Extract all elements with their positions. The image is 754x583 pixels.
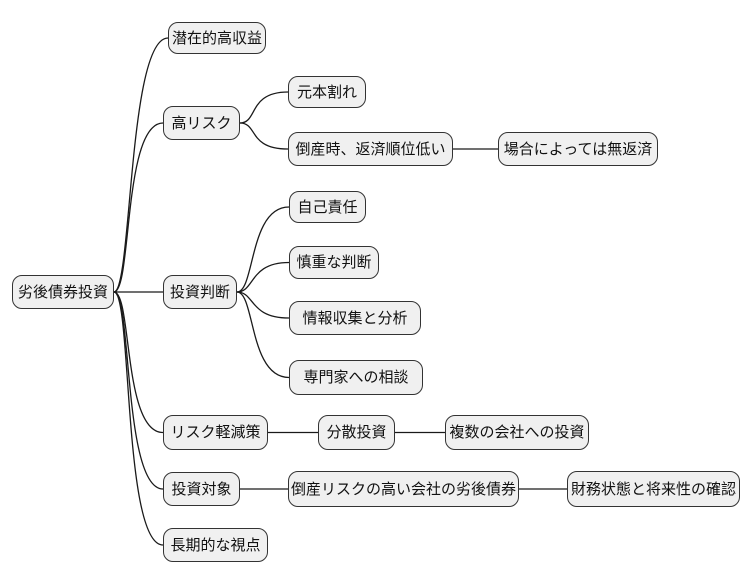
edge-root-n6 [113,291,164,546]
edge-n2-n2a [239,91,289,124]
edge-n3-n3a [236,206,290,293]
mindmap-node-n5a: 倒産リスクの高い会社の劣後債券 [288,471,519,507]
mindmap-node-n2b1: 場合によっては無返済 [498,132,658,166]
edge-root-n4 [113,291,164,434]
mindmap-root-node: 劣後債券投資 [12,275,114,309]
edge-root-n2 [113,122,164,293]
mindmap-node-n5a1: 財務状態と将来性の確認 [567,471,740,507]
mindmap-node-n2b: 倒産時、返済順位低い [288,132,453,166]
edge-n3-n3d [236,291,290,379]
mindmap-node-n5: 投資対象 [163,472,240,506]
mindmap-node-n4: リスク軽減策 [163,415,268,450]
mindmap-node-n3a: 自己責任 [289,191,366,223]
mindmap-node-n6: 長期的な視点 [163,528,268,562]
mindmap-node-n3c: 情報収集と分析 [289,301,421,335]
edge-n3-n3c [236,291,290,319]
mindmap-node-n3d: 専門家への相談 [289,360,423,395]
mindmap-node-n2a: 元本割れ [288,76,366,108]
edge-n2-n2b [239,122,289,150]
mindmap-node-n1: 潜在的高収益 [168,22,266,54]
edge-root-n1 [113,37,169,293]
edge-n3-n3b [236,261,290,293]
mindmap-node-n3: 投資判断 [163,275,237,309]
mindmap-node-n4a1: 複数の会社への投資 [445,415,589,450]
edge-root-n5 [113,291,164,490]
mindmap-node-n2: 高リスク [163,106,240,140]
mindmap-node-n3b: 慎重な判断 [289,246,379,279]
mindmap-node-n4a: 分散投資 [318,415,395,450]
